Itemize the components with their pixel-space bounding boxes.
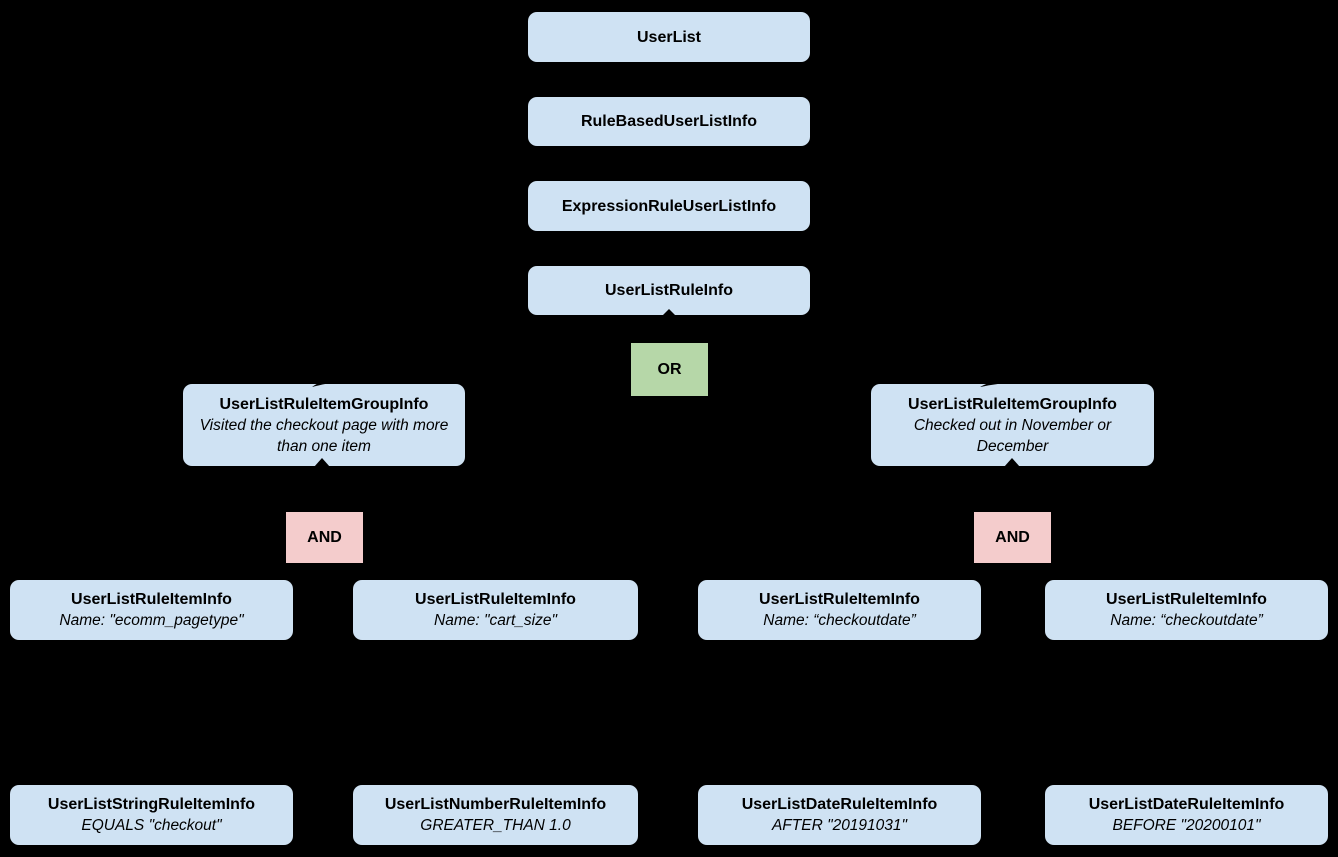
node-date-rule-item-after: UserListDateRuleItemInfo AFTER "20191031…	[698, 785, 981, 845]
node-subtitle: AFTER "20191031"	[771, 817, 908, 834]
arrowhead-icon	[1004, 458, 1020, 467]
node-subtitle: Visited the checkout page with more than…	[199, 416, 449, 455]
node-title: UserListNumberRuleItemInfo	[384, 796, 607, 813]
node-rule-item-checkoutdate-right: UserListRuleItemInfo Name: “checkoutdate…	[1045, 580, 1328, 640]
node-subtitle: Name: “checkoutdate”	[763, 612, 916, 629]
and-operator-right: AND	[974, 512, 1051, 563]
node-userlist: UserList	[528, 12, 810, 62]
node-subtitle: Checked out in November or December	[913, 416, 1112, 455]
node-rule-item-checkoutdate-left: UserListRuleItemInfo Name: “checkoutdate…	[698, 580, 981, 640]
node-subtitle: Name: "ecomm_pagetype"	[59, 612, 244, 629]
node-rule-item-group-right: UserListRuleItemGroupInfo Checked out in…	[871, 384, 1154, 466]
node-title: UserListRuleItemGroupInfo	[908, 395, 1117, 413]
arrowhead-icon	[980, 374, 1036, 388]
node-title: UserList	[636, 28, 702, 46]
node-title: UserListStringRuleItemInfo	[47, 796, 256, 813]
node-subtitle: GREATER_THAN 1.0	[420, 817, 571, 834]
or-operator: OR	[631, 343, 708, 396]
node-rule-item-group-left: UserListRuleItemGroupInfo Visited the ch…	[183, 384, 465, 466]
node-string-rule-item: UserListStringRuleItemInfo EQUALS "check…	[10, 785, 293, 845]
node-title: UserListRuleItemInfo	[415, 591, 576, 608]
node-rule-item-cart-size: UserListRuleItemInfo Name: "cart_size"	[353, 580, 638, 640]
node-title: UserListDateRuleItemInfo	[741, 796, 938, 813]
and-operator-left: AND	[286, 512, 363, 563]
node-date-rule-item-before: UserListDateRuleItemInfo BEFORE "2020010…	[1045, 785, 1328, 845]
arrowhead-icon	[662, 309, 676, 316]
node-subtitle: Name: "cart_size"	[434, 612, 557, 629]
node-expressionruleuserlistinfo: ExpressionRuleUserListInfo	[528, 181, 810, 231]
node-number-rule-item: UserListNumberRuleItemInfo GREATER_THAN …	[353, 785, 638, 845]
arrowhead-icon	[312, 374, 354, 388]
node-subtitle: EQUALS "checkout"	[81, 817, 222, 834]
node-title: ExpressionRuleUserListInfo	[561, 197, 777, 215]
node-subtitle: BEFORE "20200101"	[1112, 817, 1261, 834]
node-subtitle: Name: “checkoutdate”	[1110, 612, 1263, 629]
node-title: UserListRuleItemInfo	[1106, 591, 1267, 608]
node-rulebaseduserlistinfo: RuleBasedUserListInfo	[528, 97, 810, 146]
and-operator-label: AND	[307, 528, 342, 546]
node-title: UserListDateRuleItemInfo	[1088, 796, 1285, 813]
node-title: UserListRuleItemInfo	[71, 591, 232, 608]
node-title: UserListRuleItemGroupInfo	[219, 395, 429, 413]
node-rule-item-ecomm-pagetype: UserListRuleItemInfo Name: "ecomm_pagety…	[10, 580, 293, 640]
node-title: UserListRuleItemInfo	[759, 591, 920, 608]
arrowhead-icon	[314, 458, 330, 467]
node-title: UserListRuleInfo	[604, 282, 733, 299]
or-operator-label: OR	[657, 360, 682, 378]
and-operator-label: AND	[995, 528, 1030, 546]
node-title: RuleBasedUserListInfo	[580, 113, 758, 130]
node-userlistruleinfo: UserListRuleInfo	[528, 266, 810, 315]
